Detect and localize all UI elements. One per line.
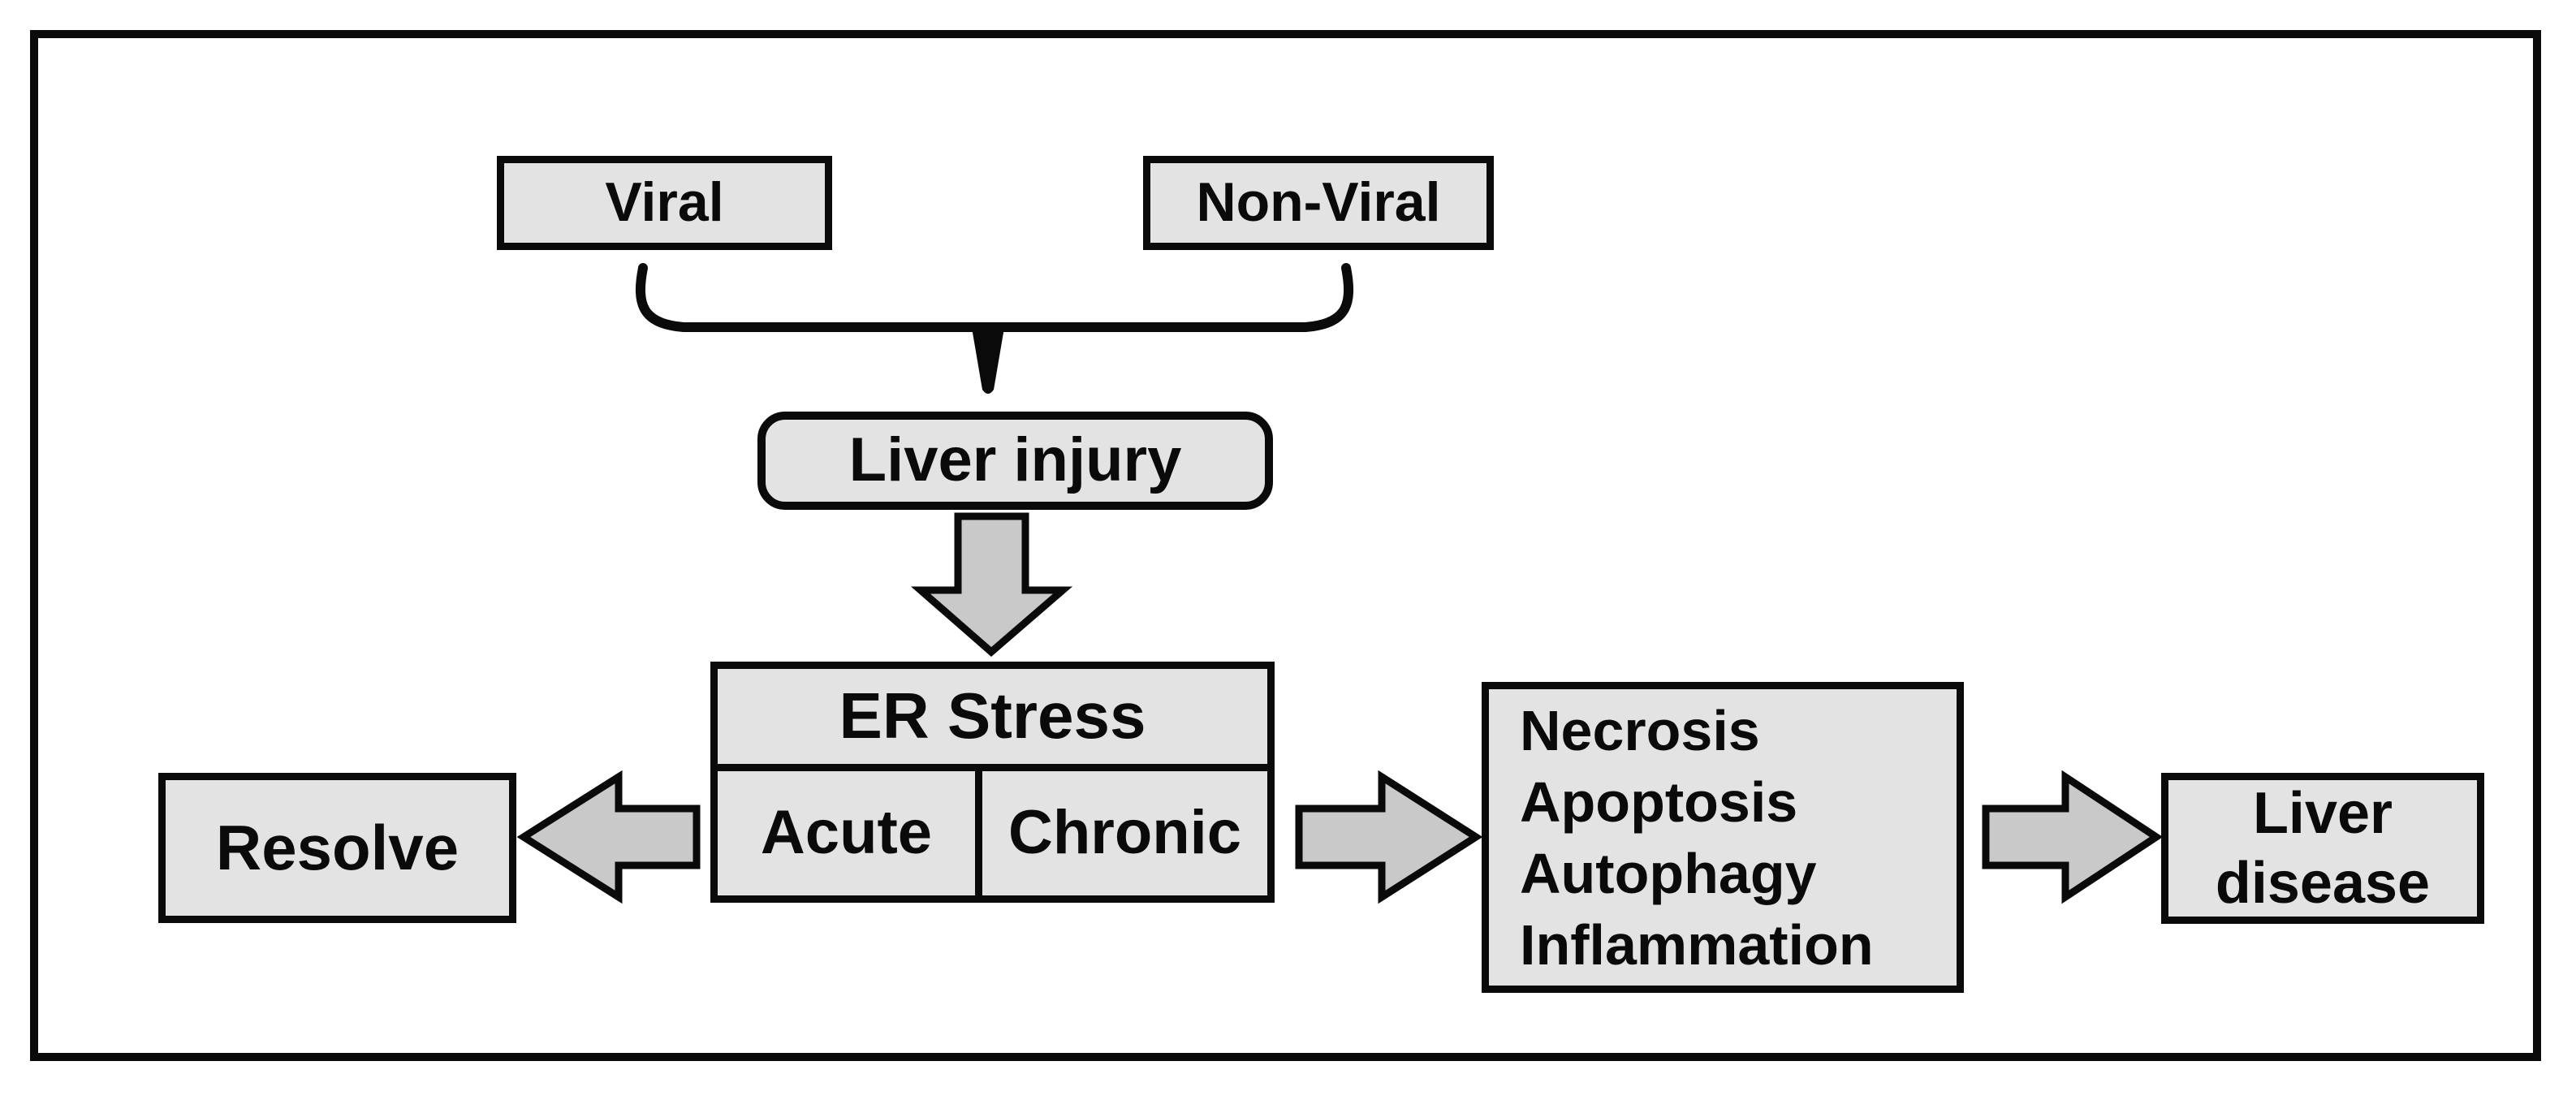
- flow-arrow-right-disease: [1982, 770, 2164, 904]
- node-outcomes: Necrosis Apoptosis Autophagy Inflammatio…: [1482, 682, 1964, 993]
- flow-arrow-left: [516, 770, 701, 904]
- node-er-stress-label: ER Stress: [839, 679, 1146, 753]
- node-chronic-label: Chronic: [1008, 798, 1242, 868]
- node-chronic: Chronic: [982, 771, 1267, 895]
- node-non-viral-label: Non-Viral: [1196, 171, 1441, 234]
- node-er-stress-subrow: Acute Chronic: [718, 771, 1267, 895]
- node-outcomes-line-apoptosis: Apoptosis: [1520, 770, 1798, 834]
- node-liver-disease: Liver disease: [2161, 773, 2484, 924]
- node-er-stress-header: ER Stress: [718, 669, 1267, 771]
- figure-border: [30, 30, 2541, 1061]
- brace-connector: [635, 263, 1354, 332]
- node-liver-disease-line-2: disease: [2215, 851, 2431, 916]
- node-liver-injury-label: Liver injury: [848, 425, 1182, 495]
- node-viral-label: Viral: [605, 171, 724, 234]
- node-non-viral: Non-Viral: [1143, 156, 1494, 250]
- node-outcomes-line-inflammation: Inflammation: [1520, 912, 1874, 977]
- node-er-stress: ER Stress Acute Chronic: [710, 662, 1275, 903]
- node-viral: Viral: [497, 156, 832, 250]
- node-liver-injury: Liver injury: [757, 412, 1273, 510]
- node-outcomes-line-necrosis: Necrosis: [1520, 698, 1760, 762]
- node-resolve-label: Resolve: [215, 812, 460, 884]
- brace-tail: [971, 323, 1005, 394]
- node-acute: Acute: [718, 771, 982, 895]
- node-liver-disease-line-1: Liver: [2252, 781, 2393, 846]
- flow-arrow-right-outcomes: [1295, 770, 1483, 904]
- node-acute-label: Acute: [760, 798, 933, 868]
- flow-arrow-down: [911, 512, 1073, 657]
- node-resolve: Resolve: [158, 773, 516, 923]
- node-outcomes-line-autophagy: Autophagy: [1520, 841, 1817, 905]
